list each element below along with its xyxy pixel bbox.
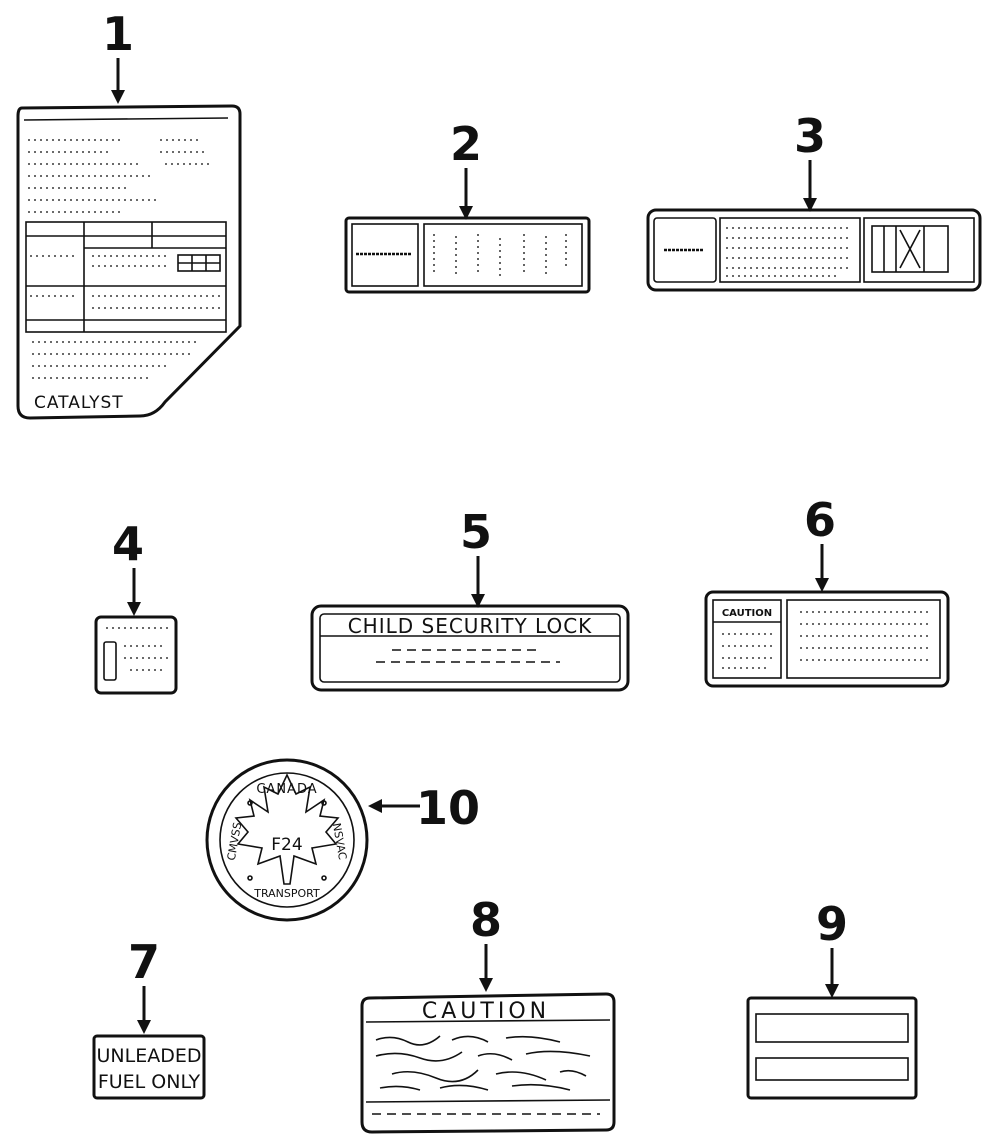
nsvac-text: NSVAC	[330, 822, 349, 861]
label-6-caution[interactable]: CAUTION	[704, 590, 950, 688]
svg-text:1: 1	[102, 7, 134, 61]
svg-text:3: 3	[794, 109, 826, 163]
f24-text: F24	[271, 835, 302, 855]
callout-8: 8	[470, 893, 502, 992]
svg-text:4: 4	[112, 517, 144, 571]
label-1-emission-catalyst[interactable]: CATALYST	[16, 104, 242, 420]
caution-large-text: CAUTION	[422, 999, 550, 1024]
svg-text:9: 9	[816, 897, 848, 951]
callout-6: 6	[804, 493, 836, 592]
callout-1: 1	[102, 7, 134, 104]
label-5-child-security-lock[interactable]: CHILD SECURITY LOCK	[310, 604, 630, 692]
label-8-caution[interactable]: CAUTION	[360, 992, 616, 1134]
callout-9: 9	[816, 897, 848, 998]
transport-text: TRANSPORT	[253, 887, 320, 900]
callout-5: 5	[460, 505, 492, 608]
callout-2: 2	[450, 117, 482, 220]
canada-text: CANADA	[256, 782, 317, 797]
catalyst-text: CATALYST	[34, 393, 124, 413]
callout-4: 4	[112, 517, 144, 616]
label-4[interactable]	[94, 615, 178, 695]
label-9[interactable]	[746, 996, 918, 1100]
unleaded-text: UNLEADED	[97, 1045, 202, 1067]
callout-10: 10	[368, 781, 480, 835]
callout-7: 7	[128, 935, 160, 1034]
svg-text:6: 6	[804, 493, 836, 547]
label-10-canada-seal[interactable]: F24 CANADA TRANSPORT CMVSS NSVAC	[205, 758, 369, 922]
svg-text:8: 8	[470, 893, 502, 947]
svg-text:10: 10	[416, 781, 480, 835]
svg-text:2: 2	[450, 117, 482, 171]
label-7-unleaded-fuel-only[interactable]: UNLEADED FUEL ONLY	[92, 1034, 206, 1100]
svg-text:5: 5	[460, 505, 492, 559]
callout-3: 3	[794, 109, 826, 212]
fuel-only-text: FUEL ONLY	[98, 1071, 201, 1093]
child-security-lock-text: CHILD SECURITY LOCK	[348, 614, 593, 638]
label-3[interactable]	[646, 208, 982, 292]
caution-small-text: CAUTION	[722, 608, 772, 619]
label-2[interactable]	[344, 216, 591, 294]
svg-text:7: 7	[128, 935, 160, 989]
